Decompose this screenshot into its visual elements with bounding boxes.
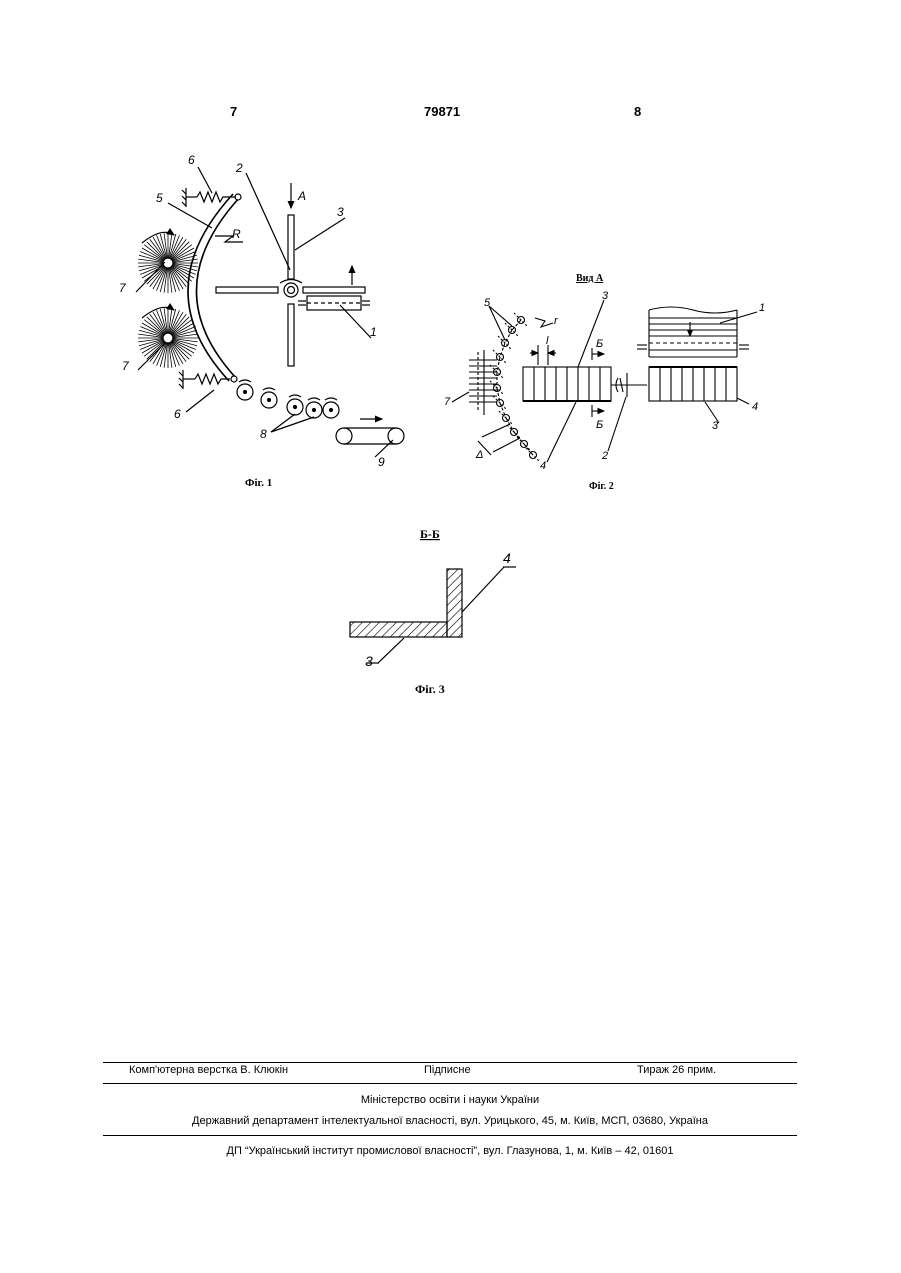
fig2-label-section-top: Б [596, 338, 603, 350]
fig3-section-title: Б-Б [420, 527, 440, 541]
patent-drawings: 6 2 A 3 5 R 7 7 1 6 8 9 Фіг. 1 [0, 0, 901, 720]
brush-side-icon [469, 350, 497, 415]
shaft [611, 373, 647, 397]
fig2-label-blade-right: 3 [712, 420, 719, 432]
footer-rule-bottom [103, 1135, 797, 1136]
fig2-label-blade: 3 [602, 290, 609, 302]
fig2-label-plate-left: 4 [540, 460, 546, 472]
guide-chain [490, 313, 540, 462]
fig3-label-blade: 3 [365, 653, 373, 669]
fig2-label-radius-small: r [554, 315, 559, 327]
fig1-label-spring-bottom: 6 [174, 407, 181, 421]
fig1-label-rollers: 8 [260, 427, 267, 441]
brush-bottom-icon [138, 307, 198, 368]
brush-top-icon [138, 232, 198, 293]
footer-circulation: Тираж 26 прим. [637, 1064, 716, 1076]
footer-department: Державний департамент інтелектуальної вл… [103, 1115, 797, 1127]
rollers [237, 380, 339, 418]
fig2-label-section-bottom: Б [596, 419, 603, 431]
footer-rule-top [103, 1062, 797, 1063]
fig2-view-title: Вид А [576, 273, 604, 284]
fig2-label-guide: 5 [484, 297, 491, 309]
belt-conveyor [336, 419, 404, 444]
blade-block-left [523, 367, 611, 401]
figure-2 [452, 300, 757, 462]
fig3-label-plate: 4 [503, 550, 511, 566]
fig1-caption: Фіг. 1 [245, 477, 272, 489]
footer-institute: ДП “Український інститут промислової вла… [103, 1145, 797, 1157]
fig1-label-brush-bottom: 7 [122, 359, 130, 373]
fig1-label-view-arrow: A [297, 189, 306, 203]
fig1-label-conveyor: 1 [370, 325, 377, 339]
conveyor-top-view [637, 307, 749, 357]
footer-rule-middle [103, 1083, 797, 1084]
top-spring [182, 188, 236, 207]
fig1-label-belt: 9 [378, 455, 385, 469]
fig2-label-delta: Δ [475, 449, 483, 461]
fig3-caption: Фіг. 3 [415, 682, 445, 696]
fig1-label-radius: R [232, 227, 241, 241]
fig1-label-brush-top: 7 [119, 281, 127, 295]
fig1-label-shaft: 2 [235, 161, 243, 175]
footer-subscription: Підписне [424, 1064, 471, 1076]
footer-typesetting: Комп'ютерна верстка В. Клюкін [129, 1064, 288, 1076]
fig2-label-shaft: 2 [601, 450, 608, 462]
fig2-label-conveyor: 1 [759, 302, 765, 314]
figure-3 [350, 567, 516, 663]
fig1-label-blade: 3 [337, 205, 344, 219]
fig1-label-spring-top: 6 [188, 153, 195, 167]
fig1-label-guide: 5 [156, 191, 163, 205]
fig2-caption: Фіг. 2 [589, 481, 614, 492]
blade-block-right [649, 367, 737, 401]
fig2-label-plate-right: 4 [752, 401, 758, 413]
fig2-label-brush: 7 [444, 396, 451, 408]
footer-ministry: Міністерство освіти і науки України [103, 1094, 797, 1106]
